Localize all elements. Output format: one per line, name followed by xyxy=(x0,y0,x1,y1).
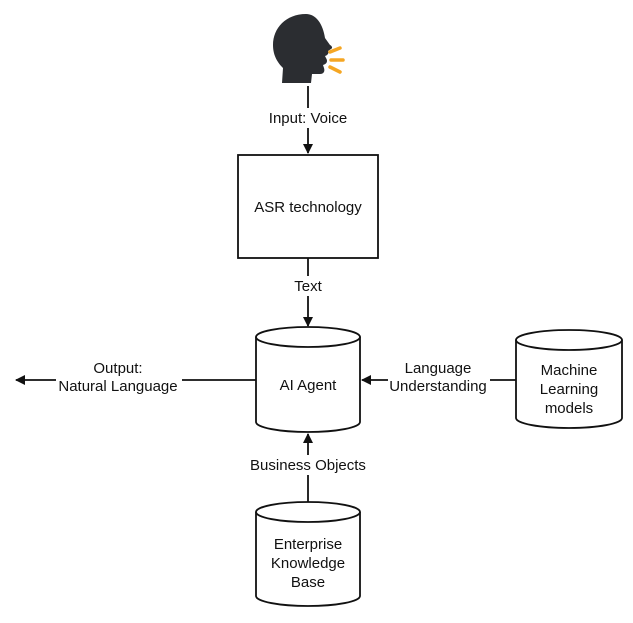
asr-box xyxy=(237,154,379,259)
ai-agent-cylinder-body xyxy=(255,337,361,433)
ekb-label-line-3: Base xyxy=(291,574,325,591)
output-label-bg xyxy=(56,360,182,398)
sound-line-top xyxy=(328,46,342,54)
ai-agent-node: AI Agent xyxy=(255,326,361,433)
asr-technology-node: ASR technology xyxy=(237,154,379,259)
ml-label-line-3: models xyxy=(545,400,593,417)
business-label-bg xyxy=(246,455,370,475)
enterprise-knowledge-base-node: Enterprise Knowledge Base xyxy=(255,501,361,607)
edge-text: Text xyxy=(290,258,326,327)
voice-edge-label: Input: Voice xyxy=(269,110,347,127)
asr-label: ASR technology xyxy=(254,199,362,216)
edge-input-voice: Input: Voice xyxy=(262,86,354,154)
language-label-bg xyxy=(388,360,490,398)
language-label-line-2: Understanding xyxy=(389,378,487,395)
output-label-line-2: Natural Language xyxy=(58,378,177,395)
edge-business-objects: Business Objects xyxy=(246,433,370,502)
ml-label-line-1: Machine xyxy=(541,362,598,379)
voice-label-bg xyxy=(262,108,354,128)
ai-agent-label: AI Agent xyxy=(280,377,338,394)
machine-learning-models-node: Machine Learning models xyxy=(515,329,623,429)
ekb-label-line-2: Knowledge xyxy=(271,555,345,572)
business-edge-label: Business Objects xyxy=(250,457,366,474)
ai-agent-cylinder-top xyxy=(255,326,361,348)
text-edge-label: Text xyxy=(294,278,322,295)
head-silhouette xyxy=(273,14,333,83)
edge-output: Output: Natural Language xyxy=(15,360,256,398)
ml-cylinder-top xyxy=(515,329,623,351)
ekb-label-line-1: Enterprise xyxy=(274,536,342,553)
speaking-head-icon xyxy=(273,14,345,83)
edge-language-understanding: Language Understanding xyxy=(361,360,516,398)
ml-label-line-2: Learning xyxy=(540,381,598,398)
ml-cylinder-body xyxy=(515,340,623,429)
text-label-bg xyxy=(290,276,326,296)
output-label-line-1: Output: xyxy=(93,360,142,377)
sound-line-bottom xyxy=(328,65,342,74)
ekb-cylinder-body xyxy=(255,512,361,607)
ekb-cylinder-top xyxy=(255,501,361,523)
language-label-line-1: Language xyxy=(405,360,472,377)
